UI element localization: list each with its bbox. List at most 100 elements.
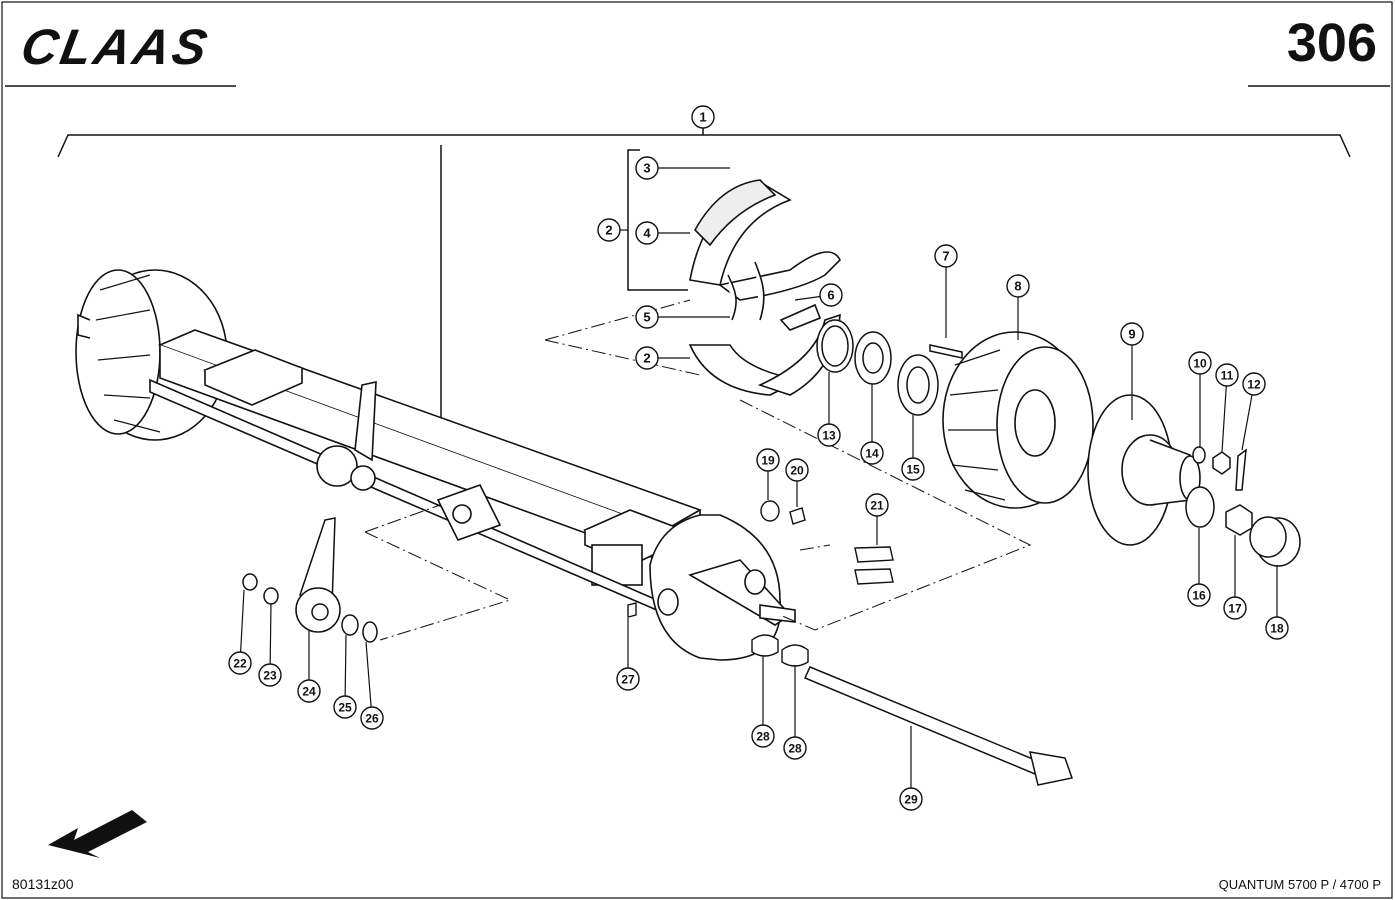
- callout-11: 11: [1215, 363, 1239, 453]
- drawing-code: 80131z00: [12, 876, 74, 892]
- callout-21: 21: [865, 493, 889, 545]
- callout-circle: [1223, 596, 1247, 620]
- wheel-hub: [1087, 394, 1201, 546]
- callout-20: 20: [785, 458, 809, 507]
- model-label: QUANTUM 5700 P / 4700 P: [1218, 877, 1381, 892]
- callout-9: 9: [1120, 322, 1144, 420]
- shoe-bracket: [627, 149, 688, 291]
- callout-label: 5: [643, 310, 650, 325]
- callout-3: 3: [635, 156, 730, 180]
- callout-label: 14: [865, 447, 879, 461]
- callout-label: 20: [790, 464, 804, 478]
- callout-label: 29: [904, 793, 918, 807]
- leader-line: [1241, 394, 1253, 451]
- callout-label: 18: [1270, 622, 1284, 636]
- guide-lines: [364, 299, 1032, 641]
- callout-label: 12: [1247, 378, 1261, 392]
- callout-circle: [783, 736, 807, 760]
- callout-label: 24: [302, 685, 316, 699]
- leader-line: [365, 641, 372, 708]
- callout-label: 28: [788, 742, 802, 756]
- callout-label: 2: [605, 223, 612, 238]
- callout-label: 6: [827, 288, 834, 303]
- callout-circle: [635, 305, 659, 329]
- callout-5: 5: [635, 305, 730, 329]
- camshaft: [803, 666, 1073, 786]
- arrow-down-left-icon: [48, 810, 147, 858]
- axle-beam: [149, 329, 702, 622]
- bolts-nuts: [627, 500, 894, 667]
- callout-circle: [860, 441, 884, 465]
- callout-23: 23: [258, 603, 282, 687]
- callout-2: 2: [597, 218, 628, 242]
- callout-circle: [934, 244, 958, 268]
- brake-shoes: [688, 179, 841, 396]
- callout-label: 4: [643, 226, 651, 241]
- leader-line: [1221, 385, 1227, 453]
- callout-circle: [258, 663, 282, 687]
- callout-circle: [691, 105, 715, 129]
- callout-circle: [597, 218, 621, 242]
- hub-small-parts: [1185, 446, 1301, 567]
- callout-25: 25: [333, 634, 357, 719]
- callout-7: 7: [934, 244, 958, 338]
- callout-circle: [817, 423, 841, 447]
- callout-label: 9: [1128, 327, 1135, 342]
- callout-label: 8: [1014, 279, 1021, 294]
- callout-6: 6: [794, 283, 843, 307]
- callout-circle: [1187, 583, 1211, 607]
- callout-1: 1: [691, 105, 715, 129]
- callout-24: 24: [297, 630, 321, 703]
- callout-19: 19: [756, 448, 780, 500]
- seals-bearings: [816, 319, 963, 416]
- callout-4: 4: [635, 221, 690, 245]
- callout-circle: [297, 679, 321, 703]
- callout-26: 26: [360, 641, 384, 730]
- callout-label: 19: [761, 454, 775, 468]
- callout-28: 28: [751, 655, 775, 748]
- callout-10: 10: [1188, 351, 1212, 448]
- callout-circle: [1006, 274, 1030, 298]
- callout-circle: [899, 787, 923, 811]
- callout-circle: [616, 667, 640, 691]
- callout-15: 15: [901, 415, 925, 481]
- callout-14: 14: [860, 384, 884, 465]
- backing-plate: [649, 514, 796, 661]
- callout-circle: [819, 283, 843, 307]
- brake-drum-right: [942, 331, 1094, 509]
- callout-8: 8: [1006, 274, 1030, 340]
- callout-label: 27: [621, 673, 635, 687]
- callout-16: 16: [1187, 528, 1211, 607]
- callout-circle: [1265, 616, 1289, 640]
- callout-17: 17: [1223, 535, 1247, 620]
- callout-circle: [751, 724, 775, 748]
- page-number: 306: [1286, 13, 1377, 73]
- callout-27: 27: [616, 618, 640, 691]
- callout-label: 13: [822, 429, 836, 443]
- callout-label: 22: [233, 657, 247, 671]
- callout-circle: [756, 448, 780, 472]
- callout-group: 1234562789101112131415161718192021222324…: [228, 105, 1289, 811]
- callout-circle: [1120, 322, 1144, 346]
- callout-29: 29: [899, 726, 923, 811]
- callout-label: 28: [756, 730, 770, 744]
- callout-circle: [901, 457, 925, 481]
- callout-circle: [865, 493, 889, 517]
- callout-circle: [635, 156, 659, 180]
- callout-label: 10: [1193, 357, 1207, 371]
- callout-2: 2: [635, 346, 690, 370]
- callout-circle: [635, 346, 659, 370]
- callout-circle: [785, 458, 809, 482]
- callout-18: 18: [1265, 565, 1289, 640]
- callout-22: 22: [228, 589, 252, 675]
- callout-label: 1: [699, 110, 706, 125]
- leader-line: [794, 295, 821, 301]
- callout-circle: [1215, 363, 1239, 387]
- leader-line: [344, 634, 347, 697]
- callout-13: 13: [817, 372, 841, 447]
- callout-12: 12: [1241, 372, 1266, 451]
- callout-label: 21: [870, 499, 884, 513]
- callout-label: 15: [906, 463, 920, 477]
